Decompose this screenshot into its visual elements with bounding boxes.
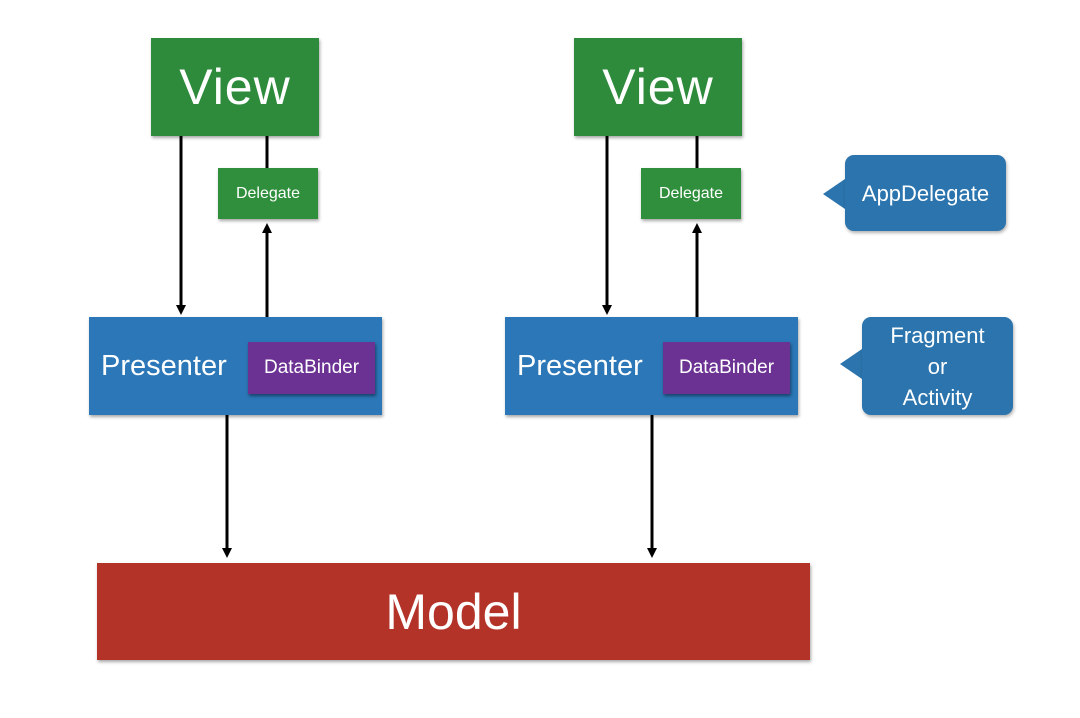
right-view-box: View xyxy=(574,38,742,136)
app-delegate-callout: AppDelegate xyxy=(845,155,1006,231)
left-presenter-box: Presenter xyxy=(89,317,382,415)
model-box: Model xyxy=(97,563,810,660)
right-delegate-box: Delegate xyxy=(641,168,741,219)
fragment-activity-callout: Fragment or Activity xyxy=(862,317,1013,415)
left-view-box: View xyxy=(151,38,319,136)
callout-line-activity: Activity xyxy=(902,384,973,410)
left-delegate-box: Delegate xyxy=(218,168,318,219)
right-databinder-box: DataBinder xyxy=(663,342,790,394)
app-delegate-callout-tail xyxy=(823,179,845,209)
callout-line-or: or xyxy=(927,353,948,379)
right-presenter-label: Presenter xyxy=(517,349,643,382)
callout-line-fragment: Fragment xyxy=(890,322,985,348)
left-presenter-label: Presenter xyxy=(101,349,227,382)
fragment-activity-callout-tail xyxy=(840,349,862,379)
left-databinder-box: DataBinder xyxy=(248,342,375,394)
